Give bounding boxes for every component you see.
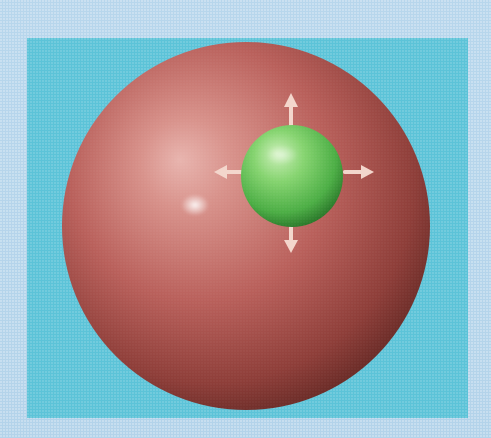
red-sphere [62,42,430,410]
green-sphere-highlight [266,145,298,165]
green-sphere [241,125,343,227]
sphere-highlight [181,194,209,216]
scene-panel [27,38,468,418]
sphere-illustration [27,38,468,418]
